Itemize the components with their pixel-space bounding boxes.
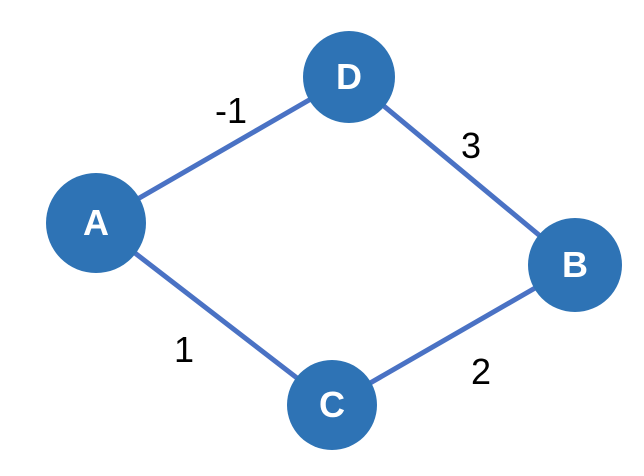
node-B-label: B xyxy=(562,244,588,285)
node-C-label: C xyxy=(319,384,345,425)
node-D: D xyxy=(303,31,395,123)
node-C: C xyxy=(287,360,377,450)
edge-weight-A-C: 1 xyxy=(173,329,195,370)
node-A-label: A xyxy=(83,202,109,243)
node-A: A xyxy=(46,173,146,273)
edge-weight-C-B: 2 xyxy=(470,351,492,392)
node-B: B xyxy=(528,218,622,312)
edge-weight-D-B: 3 xyxy=(460,125,482,166)
edge-D-B xyxy=(346,74,578,268)
node-D-label: D xyxy=(336,56,362,97)
edge-weight-A-D: -1 xyxy=(214,90,248,131)
